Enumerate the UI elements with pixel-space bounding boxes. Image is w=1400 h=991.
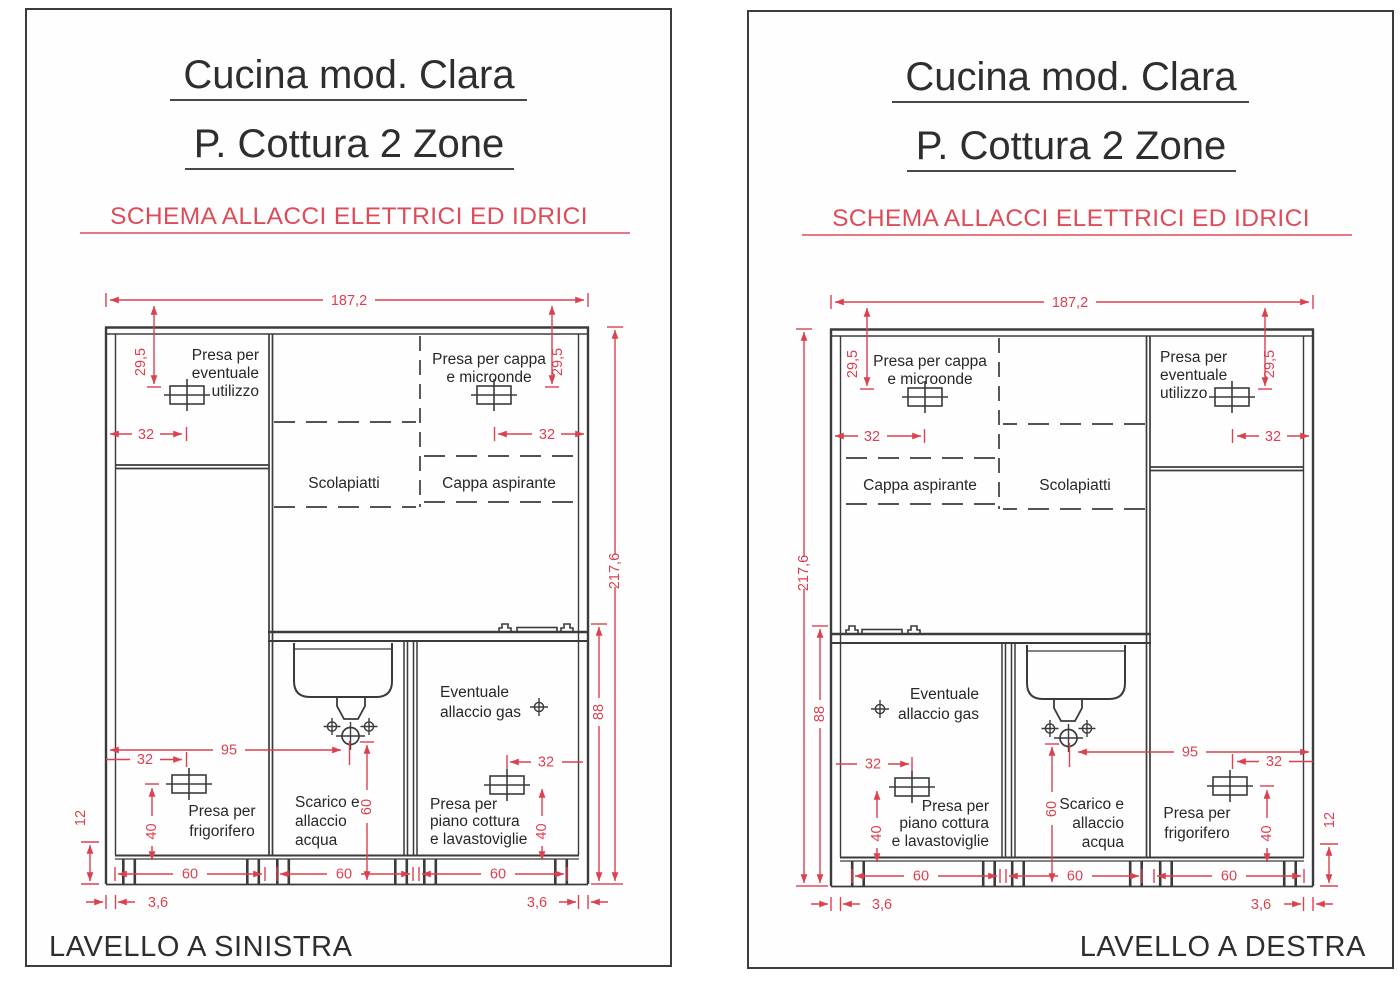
label-frigo-2: frigorifero <box>1164 825 1229 842</box>
label-scarico-2: allaccio <box>1072 815 1124 832</box>
dim-unit-width-1: 60 <box>182 867 198 883</box>
footer-lavello-destra: LAVELLO A DESTRA <box>1080 931 1366 963</box>
dim-socket-offset-tl: 32 <box>138 427 154 443</box>
dim-panel-thickness-left: 3,6 <box>148 895 168 911</box>
drawing-right: Cucina mod. Clara P. Cottura 2 Zone SCHE… <box>749 55 1366 963</box>
dim-socket-height-left: 40 <box>144 823 160 839</box>
schema-heading: SCHEMA ALLACCI ELETTRICI ED IDRICI <box>832 205 1310 232</box>
label-presa-eventuale-3: utilizzo <box>212 383 259 400</box>
title-block: Cucina mod. Clara P. Cottura 2 Zone SCHE… <box>80 53 630 234</box>
dim-panel-thickness-left: 3,6 <box>872 897 892 913</box>
label-piano-2: piano cottura <box>899 815 989 832</box>
label-presa-eventuale-1: Presa per <box>1160 349 1227 366</box>
dim-socket-offset-tr: 32 <box>539 427 555 443</box>
dim-total-width: 187,2 <box>1052 295 1088 311</box>
label-presa-cappa-1: Presa per cappa <box>873 353 987 370</box>
dimension-values: 187,2 29,5 29,5 32 32 95 32 32 40 40 12 … <box>796 295 1338 913</box>
dim-base-height: 88 <box>812 706 828 722</box>
panel-lavello-destra: Cucina mod. Clara P. Cottura 2 Zone SCHE… <box>747 10 1394 969</box>
page-title: Cucina mod. Clara <box>905 55 1237 99</box>
dim-drain-height: 60 <box>359 799 375 815</box>
label-presa-cappa-2: e microonde <box>446 369 531 386</box>
label-piano-3: e lavastoviglie <box>892 833 989 850</box>
dim-unit-width-2: 60 <box>336 867 352 883</box>
label-scarico-1: Scarico e <box>295 794 360 811</box>
dim-sink-offset: 95 <box>1182 745 1198 761</box>
dim-panel-thickness-right: 3,6 <box>1251 897 1271 913</box>
label-presa-cappa-2: e microonde <box>887 371 972 388</box>
label-scarico-2: allaccio <box>295 813 347 830</box>
schema-heading: SCHEMA ALLACCI ELETTRICI ED IDRICI <box>110 203 588 230</box>
dim-unit-width-2: 60 <box>1067 869 1083 885</box>
dim-socket-offset-bl: 32 <box>137 752 153 768</box>
label-gas-2: allaccio gas <box>898 706 979 723</box>
label-frigo-1: Presa per <box>188 803 255 820</box>
dim-unit-width-3: 60 <box>913 869 929 885</box>
label-presa-eventuale-2: eventuale <box>192 365 259 382</box>
dim-socket-height-right: 40 <box>534 823 550 839</box>
dim-sink-offset: 95 <box>221 743 237 759</box>
label-presa-eventuale-1: Presa per <box>192 347 259 364</box>
label-cappa-aspirante: Cappa aspirante <box>863 477 977 494</box>
dim-socket-drop-left: 29,5 <box>133 348 149 376</box>
dim-socket-offset-bl: 32 <box>865 757 881 773</box>
label-scolapiatti: Scolapiatti <box>308 475 380 492</box>
dim-total-height: 217,6 <box>796 555 812 591</box>
dim-socket-offset-br: 32 <box>1266 754 1282 770</box>
dim-socket-drop-left: 29,5 <box>845 350 861 378</box>
dim-plinth-height: 12 <box>1322 812 1338 828</box>
label-frigo-1: Presa per <box>1163 805 1230 822</box>
dim-drain-height: 60 <box>1044 801 1060 817</box>
label-scarico-3: acqua <box>295 832 338 849</box>
dim-socket-drop-right: 29,5 <box>1262 350 1278 378</box>
dim-unit-width-1: 60 <box>1221 869 1237 885</box>
dim-socket-drop-right: 29,5 <box>550 348 566 376</box>
dim-panel-thickness-right: 3,6 <box>527 895 547 911</box>
label-scarico-3: acqua <box>1082 834 1125 851</box>
label-presa-eventuale-2: eventuale <box>1160 367 1227 384</box>
page-subtitle: P. Cottura 2 Zone <box>194 122 505 166</box>
cabinet-drawing <box>81 293 623 909</box>
page-subtitle: P. Cottura 2 Zone <box>916 124 1227 168</box>
dim-unit-width-3: 60 <box>490 867 506 883</box>
panel-lavello-sinistra: Cucina mod. Clara P. Cottura 2 Zone SCHE… <box>25 8 672 967</box>
component-labels: Presa per eventuale utilizzo Presa per c… <box>863 349 1230 851</box>
dimension-values: 187,2 29,5 29,5 32 32 95 32 32 40 40 12 … <box>73 293 623 911</box>
label-piano-1: Presa per <box>922 798 989 815</box>
dim-socket-height-left: 40 <box>869 825 885 841</box>
label-piano-1: Presa per <box>430 796 497 813</box>
label-presa-eventuale-3: utilizzo <box>1160 385 1207 402</box>
dim-plinth-height: 12 <box>73 810 89 826</box>
label-presa-cappa-1: Presa per cappa <box>432 351 546 368</box>
title-block: Cucina mod. Clara P. Cottura 2 Zone SCHE… <box>802 55 1352 236</box>
label-gas-1: Eventuale <box>910 686 979 703</box>
label-piano-3: e lavastoviglie <box>430 831 527 848</box>
dim-base-height: 88 <box>591 704 607 720</box>
dim-total-height: 217,6 <box>607 553 623 589</box>
dim-socket-offset-br: 32 <box>538 755 554 771</box>
component-labels: Presa per eventuale utilizzo Presa per c… <box>188 347 555 849</box>
label-scarico-1: Scarico e <box>1059 796 1124 813</box>
dim-socket-offset-tl: 32 <box>864 429 880 445</box>
page-title: Cucina mod. Clara <box>183 53 515 97</box>
footer-lavello-sinistra: LAVELLO A SINISTRA <box>49 931 353 963</box>
label-scolapiatti: Scolapiatti <box>1039 477 1111 494</box>
label-piano-2: piano cottura <box>430 813 520 830</box>
label-gas-2: allaccio gas <box>440 704 521 721</box>
drawing-left: Cucina mod. Clara P. Cottura 2 Zone SCHE… <box>49 53 630 963</box>
label-cappa-aspirante: Cappa aspirante <box>442 475 556 492</box>
dim-total-width: 187,2 <box>331 293 367 309</box>
label-frigo-2: frigorifero <box>189 823 254 840</box>
dim-socket-offset-tr: 32 <box>1265 429 1281 445</box>
dim-socket-height-right: 40 <box>1259 825 1275 841</box>
label-gas-1: Eventuale <box>440 684 509 701</box>
cabinet-drawing-mirrored <box>796 295 1338 911</box>
